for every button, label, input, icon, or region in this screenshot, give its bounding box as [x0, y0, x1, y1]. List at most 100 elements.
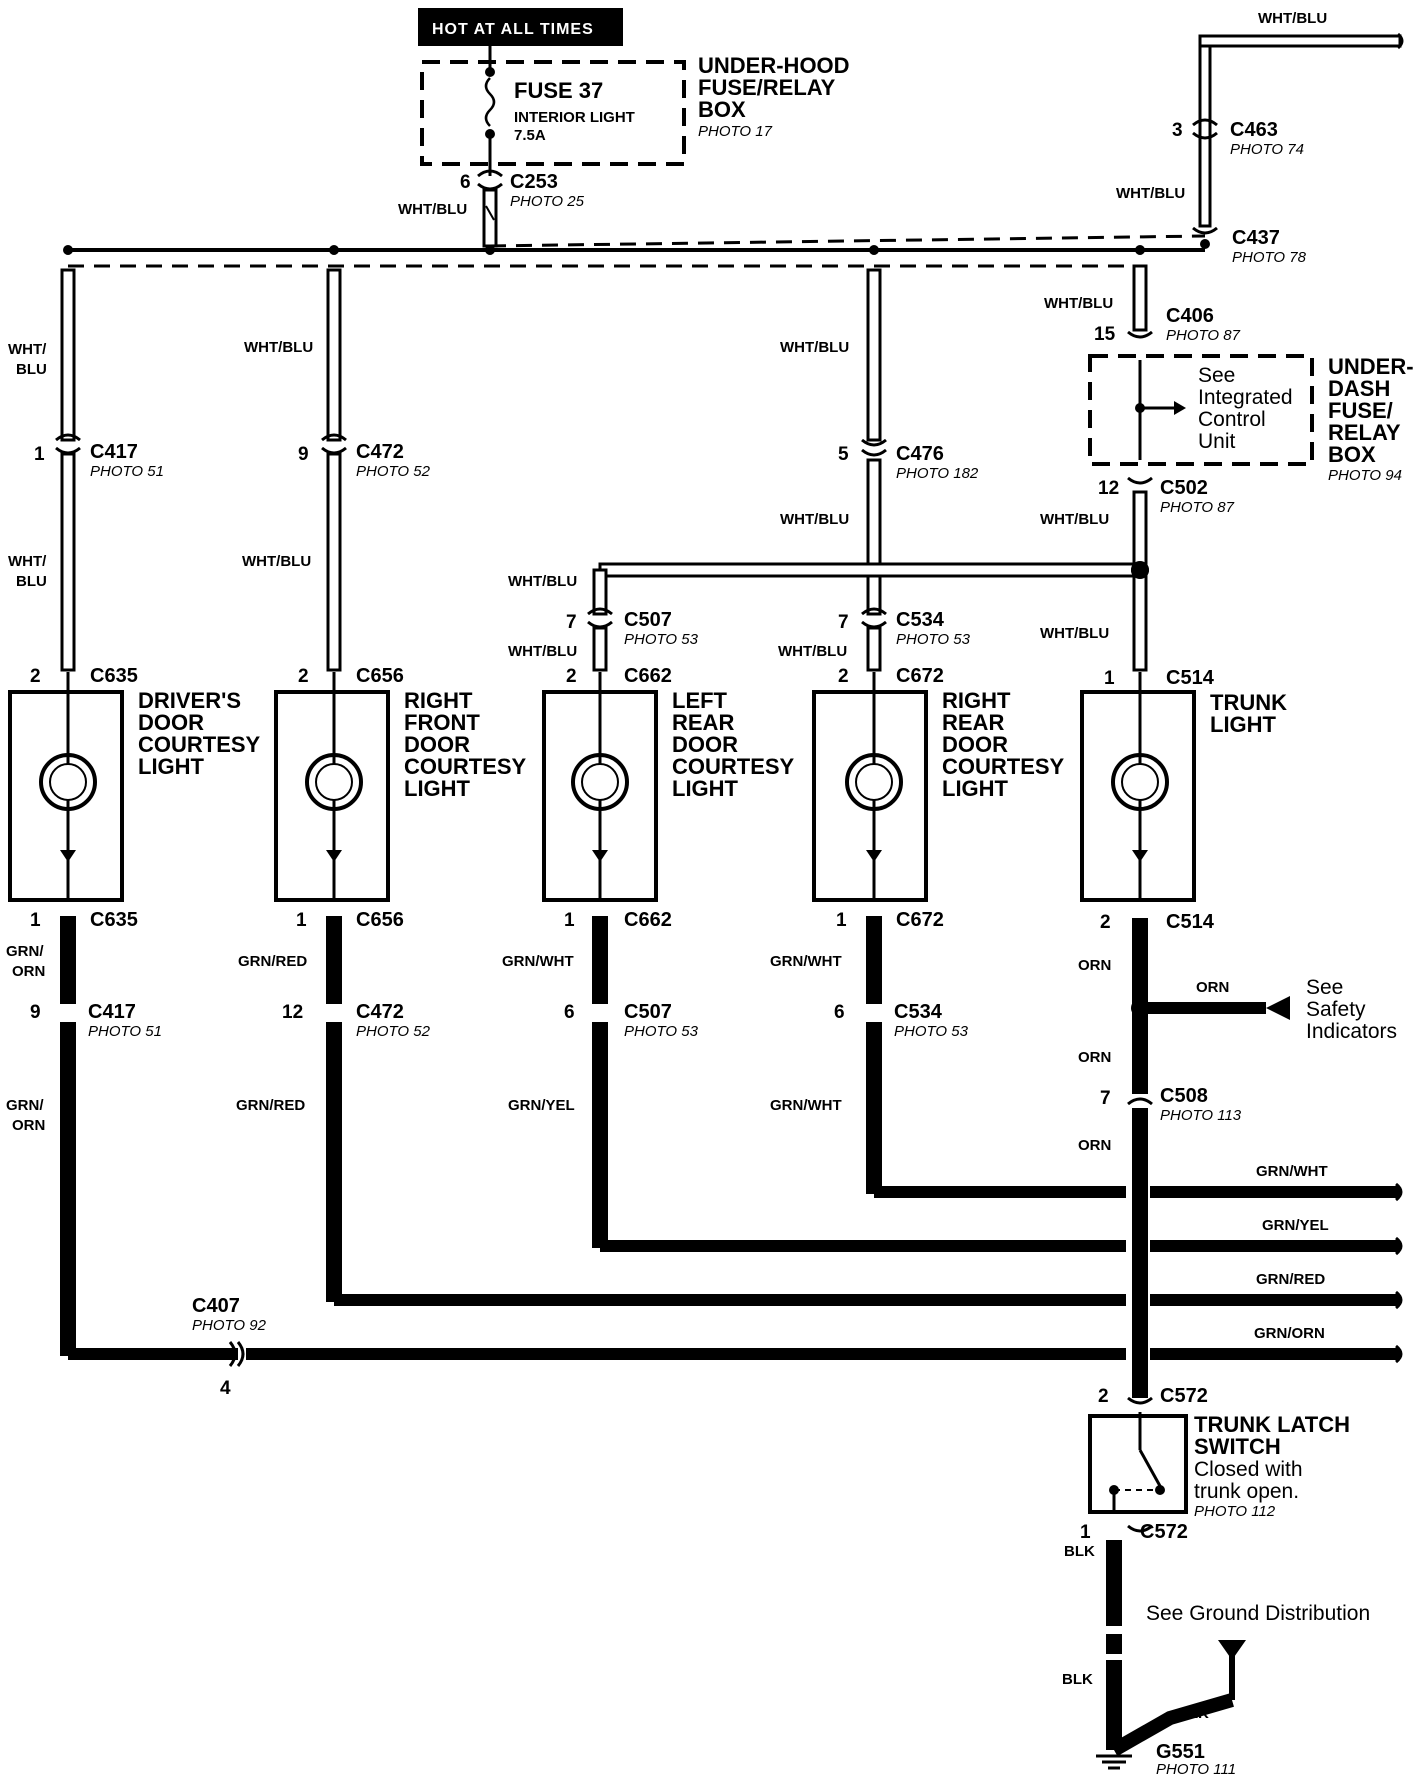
b4-lamp-3: DOOR	[942, 732, 1008, 757]
b5-lamp-bot-pin: 2	[1100, 912, 1111, 933]
b2-mid-wire: WHT/BLU	[242, 553, 311, 570]
b5-safety-2: Safety	[1306, 998, 1366, 1021]
b4-top-wire: WHT/BLU	[780, 339, 849, 356]
b3-lamp-top-pin: 2	[566, 666, 577, 687]
b4-up-photo: PHOTO 182	[896, 465, 979, 482]
b1-mid-wire-b: BLU	[16, 573, 47, 590]
b3-gnd-wire2: GRN/YEL	[508, 1097, 575, 1114]
underdash-line4: RELAY	[1328, 420, 1401, 445]
b5-gnd-wire3: ORN	[1078, 1137, 1111, 1154]
c508-pin: 7	[1100, 1088, 1111, 1109]
c406-name: C406	[1166, 305, 1214, 327]
b4-mid-pin: 7	[838, 612, 849, 633]
b1-gnd-wire-b: ORN	[12, 963, 45, 980]
b4-lamp-top-pin: 2	[838, 666, 849, 687]
c406-pin: 15	[1094, 324, 1116, 345]
underdash-see-4: Unit	[1198, 430, 1236, 453]
b1-mid-conn: C417	[90, 441, 138, 463]
ground-note: See Ground Distribution	[1146, 1602, 1370, 1625]
b2-mid-photo: PHOTO 52	[356, 463, 431, 480]
c437-photo: PHOTO 78	[1232, 249, 1307, 266]
underdash-photo: PHOTO 94	[1328, 467, 1402, 484]
b2-top-wire: WHT/BLU	[244, 339, 313, 356]
ground-name: G551	[1156, 1741, 1205, 1763]
b5-lamp-conn-top: C514	[1166, 667, 1215, 689]
b5-safety-wire: ORN	[1196, 979, 1229, 996]
b1-gnd-wire2-a: GRN/	[6, 1097, 44, 1114]
b2-lamp-2: FRONT	[404, 710, 480, 735]
underhood-box-line2: FUSE/RELAY	[698, 75, 836, 100]
c508-name: C508	[1160, 1085, 1208, 1107]
b1-gnd-pin: 9	[30, 1002, 41, 1023]
b1-lamp-top-pin: 2	[30, 666, 41, 687]
b2-mid-pin: 9	[298, 444, 309, 465]
trunk-light-box	[1080, 690, 1196, 902]
c502-wire: WHT/BLU	[1040, 511, 1109, 528]
underhood-box-photo: PHOTO 17	[698, 123, 773, 140]
c572-bot-name: C572	[1140, 1521, 1188, 1543]
b2-gnd-wire: GRN/RED	[238, 953, 307, 970]
c502-pin: 12	[1098, 478, 1119, 499]
b5-safety-3: Indicators	[1306, 1020, 1397, 1043]
underdash-fuse-relay-box	[1088, 354, 1314, 466]
ground-photo: PHOTO 111	[1156, 1761, 1236, 1778]
b2-gnd-photo: PHOTO 52	[356, 1023, 431, 1040]
underhood-fuse-relay-box	[420, 60, 686, 166]
b4-mid-wire: WHT/BLU	[778, 643, 847, 660]
b3-top-wire: WHT/BLU	[508, 573, 577, 590]
underhood-box-line1: UNDER-HOOD	[698, 53, 850, 78]
b4-lamp-4: COURTESY	[942, 754, 1065, 779]
c463-pin: 3	[1172, 120, 1183, 141]
b1-top-wire-b: BLU	[16, 361, 47, 378]
top-right-wire: WHT/BLU	[1258, 10, 1327, 27]
b3-lamp-4: COURTESY	[672, 754, 795, 779]
b1-gnd-wire2-b: ORN	[12, 1117, 45, 1134]
b2-gnd-wire2: GRN/RED	[236, 1097, 305, 1114]
underdash-line2: DASH	[1328, 376, 1390, 401]
b2-lamp-bot-pin: 1	[296, 910, 307, 931]
b4-lamp-conn-top: C672	[896, 665, 944, 687]
b4-lamp-5: LIGHT	[942, 776, 1009, 801]
fuse-name: FUSE 37	[514, 78, 603, 103]
c572-bot-pin: 1	[1080, 1522, 1091, 1543]
b5-lamp-top-pin: 1	[1104, 668, 1115, 689]
c253-pin: 6	[460, 172, 471, 193]
underdash-line3: FUSE/	[1328, 398, 1393, 423]
c502-photo: PHOTO 87	[1160, 499, 1235, 516]
c463-name: C463	[1230, 119, 1278, 141]
b3-lamp-1: LEFT	[672, 688, 728, 713]
c253-photo: PHOTO 25	[510, 193, 585, 210]
b2-lamp-top-pin: 2	[298, 666, 309, 687]
trunk-latch-switch-box	[1088, 1414, 1188, 1514]
splice-bar	[598, 562, 1142, 578]
trunk-switch-line4: trunk open.	[1194, 1480, 1299, 1503]
c508-photo: PHOTO 113	[1160, 1107, 1242, 1124]
b4-mid-photo: PHOTO 53	[896, 631, 971, 648]
c407-photo: PHOTO 92	[192, 1317, 267, 1334]
b4-lamp-box	[812, 690, 928, 902]
b5-gnd-wire: ORN	[1078, 957, 1111, 974]
b1-lamp-3: COURTESY	[138, 732, 261, 757]
b1-lamp-box	[8, 690, 124, 902]
underdash-see-2: Integrated	[1198, 386, 1293, 409]
underdash-see-3: Control	[1198, 408, 1266, 431]
b1-lamp-4: LIGHT	[138, 754, 205, 779]
b3-mid-wire: WHT/BLU	[508, 643, 577, 660]
b3-lamp-bot-pin: 1	[564, 910, 575, 931]
b5-safety-1: See	[1306, 976, 1343, 999]
fuse-desc: INTERIOR LIGHT	[514, 109, 635, 126]
underhood-box-line3: BOX	[698, 97, 746, 122]
c437-wire: WHT/BLU	[1116, 185, 1185, 202]
b3-lamp-5: LIGHT	[672, 776, 739, 801]
b4-gnd-wire: GRN/WHT	[770, 953, 842, 970]
b3-lamp-conn-bot: C662	[624, 909, 672, 931]
ground-wire-1: BLK	[1064, 1543, 1095, 1560]
b2-lamp-4: COURTESY	[404, 754, 527, 779]
trunk-switch-line2: SWITCH	[1194, 1434, 1281, 1459]
underdash-line1: UNDER-	[1328, 354, 1414, 379]
b1-mid-photo: PHOTO 51	[90, 463, 164, 480]
b2-lamp-conn-bot: C656	[356, 909, 404, 931]
b5-mid-wire: WHT/BLU	[1040, 625, 1109, 642]
b2-lamp-5: LIGHT	[404, 776, 471, 801]
b3-mid-photo: PHOTO 53	[624, 631, 699, 648]
